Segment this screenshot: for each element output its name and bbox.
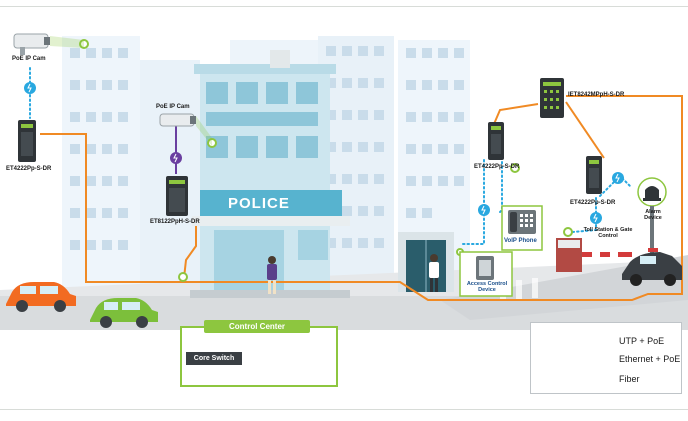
legend-item-utp-poe: UTP + PoE: [531, 334, 681, 348]
core-switch-label: Core Switch: [186, 352, 242, 365]
switch-et4222-right-icon: [586, 156, 602, 194]
voip-phone-icon: [501, 205, 543, 251]
poe-badges: [24, 82, 624, 224]
poe-cam-building-label: PoE IP Cam: [156, 104, 190, 110]
control-center-title: Control Center: [204, 320, 310, 333]
car-orange-icon: [6, 282, 76, 312]
legend-label-utp-poe: UTP + PoE: [619, 336, 665, 346]
car-green-icon: [90, 298, 158, 328]
voip-phone-label: VoIP Phone: [504, 238, 537, 244]
top-border: [0, 6, 688, 7]
legend-item-ethernet-poe: Ethernet + PoE: [531, 352, 681, 366]
camera-left-icon: [13, 33, 84, 55]
fiber-links: [40, 95, 683, 301]
toll-gate-icon: [556, 238, 632, 272]
et8122-label: ET8122PpH-S-DR: [150, 219, 200, 225]
legend-item-fiber: Fiber: [531, 372, 681, 386]
connection-dots: [79, 39, 573, 282]
access-control-icon: [459, 251, 513, 297]
toll-station-label: Toll Station & Gate Control: [583, 227, 633, 239]
switch-et4222-left-icon: [18, 120, 36, 162]
officer-icon: [429, 254, 439, 292]
legend: UTP + PoE Ethernet + PoE Fiber: [530, 322, 682, 394]
person-icon: [267, 256, 277, 294]
bottom-border: [0, 409, 688, 410]
camera-building-icon: [159, 113, 212, 146]
et4222-left-label: ET4222Pp-S-DR: [6, 166, 52, 172]
poe-cam-left-label: PoE IP Cam: [12, 56, 46, 62]
police-sign: POLICE: [228, 195, 290, 212]
switch-iet8242-icon: [540, 78, 564, 118]
side-entrance: [398, 232, 454, 292]
switch-et8122-icon: [166, 176, 188, 216]
alarm-device-icon: [637, 177, 667, 256]
et4222-mid-label: ET4222Pp-S-DR: [474, 164, 520, 170]
et4222-right-label: ET4222Pp-S-DR: [570, 200, 616, 206]
legend-label-fiber: Fiber: [619, 374, 640, 384]
alarm-device-label: Alarm Device: [644, 209, 662, 221]
police-car-icon: [622, 248, 682, 286]
switch-et4222-mid-icon: [488, 122, 504, 160]
legend-label-ethernet-poe: Ethernet + PoE: [619, 354, 681, 364]
access-control-label: Access Control Device: [466, 281, 508, 293]
iet8242-label: IET8242MPpH-S-DR: [568, 92, 625, 98]
